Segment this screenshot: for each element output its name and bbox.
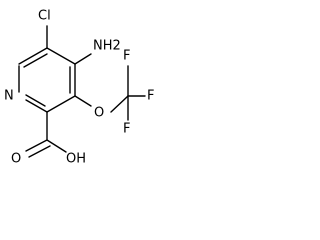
atom-label-nh2: NH2 — [93, 39, 121, 54]
atom-label-f-bottom: F — [123, 122, 130, 137]
atom-label-oh: OH — [66, 152, 86, 167]
pyridine-ring — [18, 47, 76, 113]
bond-c4-c5 — [46, 95, 76, 113]
bond-o-cf3 — [110, 95, 129, 113]
bond-cooh-oh — [46, 139, 67, 153]
bond-c2-c3 — [46, 47, 76, 65]
atom-label-carbonyl-o: O — [11, 152, 21, 167]
atom-label-f-top: F — [123, 49, 130, 64]
bond-cooh-double-a — [25, 139, 48, 152]
atom-label-ether-o: O — [94, 106, 104, 121]
bond-c5-c6-inner — [25, 94, 46, 107]
bond-c1-c2-inner — [23, 53, 48, 68]
chemical-structure: Cl NH2 N O F F F O OH — [4, 9, 154, 167]
atom-label-f-right: F — [147, 89, 154, 104]
bond-c-nh2 — [74, 53, 92, 65]
atom-label-cl: Cl — [38, 9, 51, 24]
bond-c1-c2 — [18, 47, 48, 65]
bond-c-o — [74, 95, 92, 107]
atom-label-ring-n: N — [4, 89, 14, 104]
bond-cooh-double-b — [28, 145, 51, 158]
bond-c5-c6 — [25, 99, 48, 113]
